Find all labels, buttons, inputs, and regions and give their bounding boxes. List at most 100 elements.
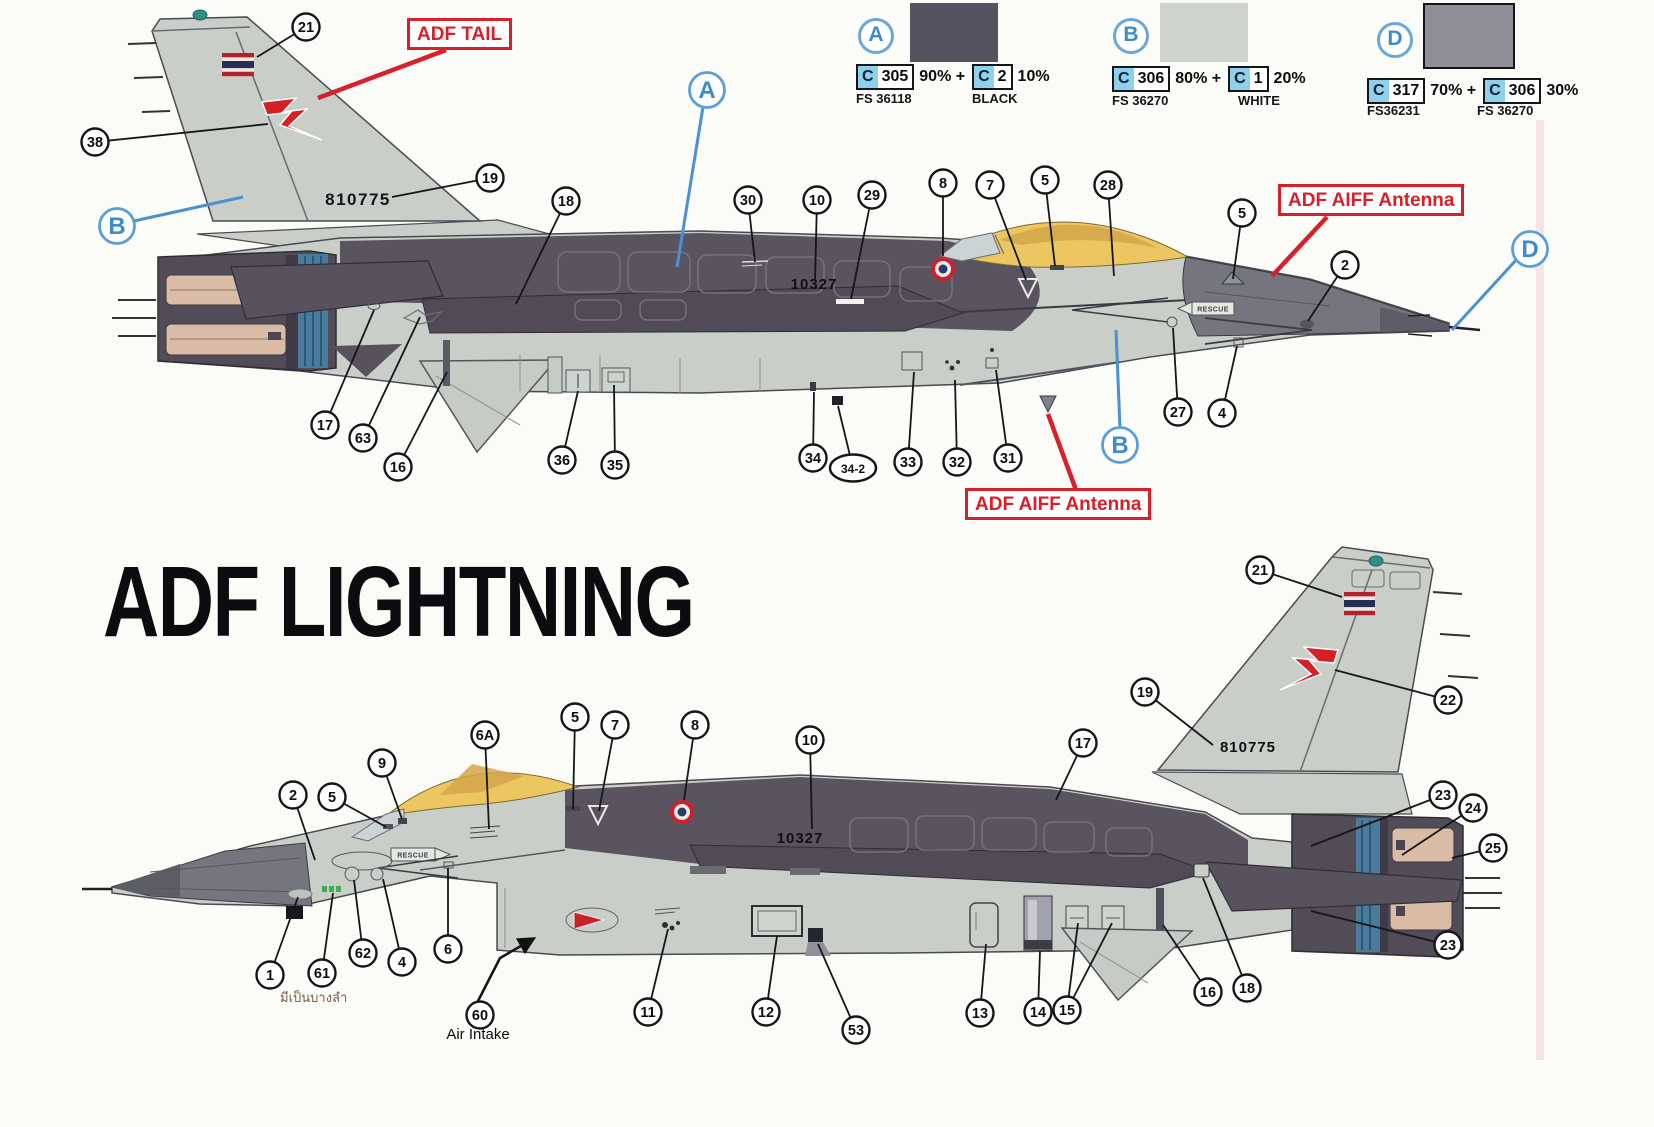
callout-number: 6A [476,728,495,744]
callout-16 [383,452,413,482]
callout-number: 31 [1000,451,1016,467]
windscreen [350,808,405,842]
callout-number: 28 [1100,178,1116,194]
view-marker-letter: D [1521,236,1538,263]
callout-number: 16 [390,460,406,476]
beacon-light [1368,555,1384,567]
callout-19 [1130,677,1160,707]
tail-fin: 810775 [127,9,482,222]
callout-23 [1428,780,1458,810]
callout-number: 6 [444,942,452,958]
callout-number: 18 [558,194,574,210]
leader-line [850,194,873,300]
leader-line [817,943,857,1031]
warning-triangle-decal [587,805,609,827]
red-leader-line [317,47,447,101]
fs-caption: FS 36118 [856,91,912,106]
label-adf-aiff-antenna-bottom: ADF AIFF Antenna [965,488,1152,520]
squadron-emblem [402,309,443,325]
leader-line [1310,794,1444,847]
label-adf-tail: ADF TAIL [407,18,513,50]
callout-number: 9 [378,756,386,772]
callout-22 [1433,685,1463,715]
callout-17 [1068,728,1098,758]
callout-32 [942,447,972,477]
callout-number: 22 [1440,693,1456,709]
label-adf-aiff-antenna-top: ADF AIFF Antenna [1278,184,1465,216]
callout-34 [798,443,828,473]
wing [421,285,965,334]
callout-number: 35 [607,458,623,474]
view-marker-letter: B [108,213,125,240]
callout-24 [1458,793,1488,823]
callout-number: 7 [611,718,619,734]
red-leader-line [1045,413,1079,491]
leader-line [1107,184,1115,277]
callout-number: 19 [482,171,498,187]
rescue-marking: RESCUE [390,847,452,862]
callout-14 [1023,997,1053,1027]
svg-text:RESCUE: RESCUE [1197,307,1229,314]
swatch-letter-badge: D [1377,22,1413,58]
callout-number: 19 [1137,685,1153,701]
leader-line [995,369,1009,459]
swatch-letter-badge: B [1113,18,1149,54]
callout-15 [1052,995,1082,1025]
view-marker-A [688,71,726,109]
callout-number: 21 [298,20,314,36]
callout-23 [1433,930,1463,960]
callout-8 [928,168,958,198]
windscreen [938,232,1001,262]
roundel-decal [931,257,955,281]
callout-5 [560,702,590,732]
callout-number: 62 [355,946,371,962]
callout-12 [751,997,781,1027]
callout-5 [1030,165,1060,195]
view-marker-line [675,106,705,268]
leader-line [397,371,448,468]
callout-number: 34 [805,451,821,467]
callout-10 [802,185,832,215]
callout-number: 24 [1465,801,1481,817]
stabilator [1204,861,1463,912]
scan-artifact [1536,120,1544,1060]
callout-35 [600,450,630,480]
fs-caption: FS 36270 [1112,93,1169,108]
view-marker-line [133,195,244,223]
air-intake-note: Air Intake [446,1026,510,1043]
stabilator [230,260,444,320]
lightning-bolt-decal [1279,646,1339,691]
callout-number: 1 [266,968,274,984]
leader-line [94,123,269,143]
aiff-antenna-blade-lower [1039,395,1057,414]
leader-line [809,739,813,830]
view-marker-letter: B [1111,432,1128,459]
callout-4 [387,947,417,977]
leader-line [907,371,915,463]
callout-number: 4 [398,955,406,971]
leader-line [989,184,1027,281]
callout-1 [255,960,285,990]
callout-10 [795,725,825,755]
leader-line [391,177,491,198]
thai-flag-decal [222,53,254,77]
callout-number: 30 [740,193,756,209]
callout-number: 8 [691,718,699,734]
callout-63 [348,423,378,453]
callout-36 [547,445,577,475]
swatch-letter-badge: A [858,18,894,54]
callout-number: 17 [1075,736,1091,752]
callout-13 [965,998,995,1028]
view-marker-line [1114,329,1122,429]
view-marker-B [98,207,136,245]
rescue-marking: RESCUE [1176,301,1235,316]
callout-17 [310,410,340,440]
callout-19 [475,163,505,193]
view-marker-B [1101,426,1139,464]
callout-number: 13 [972,1006,988,1022]
